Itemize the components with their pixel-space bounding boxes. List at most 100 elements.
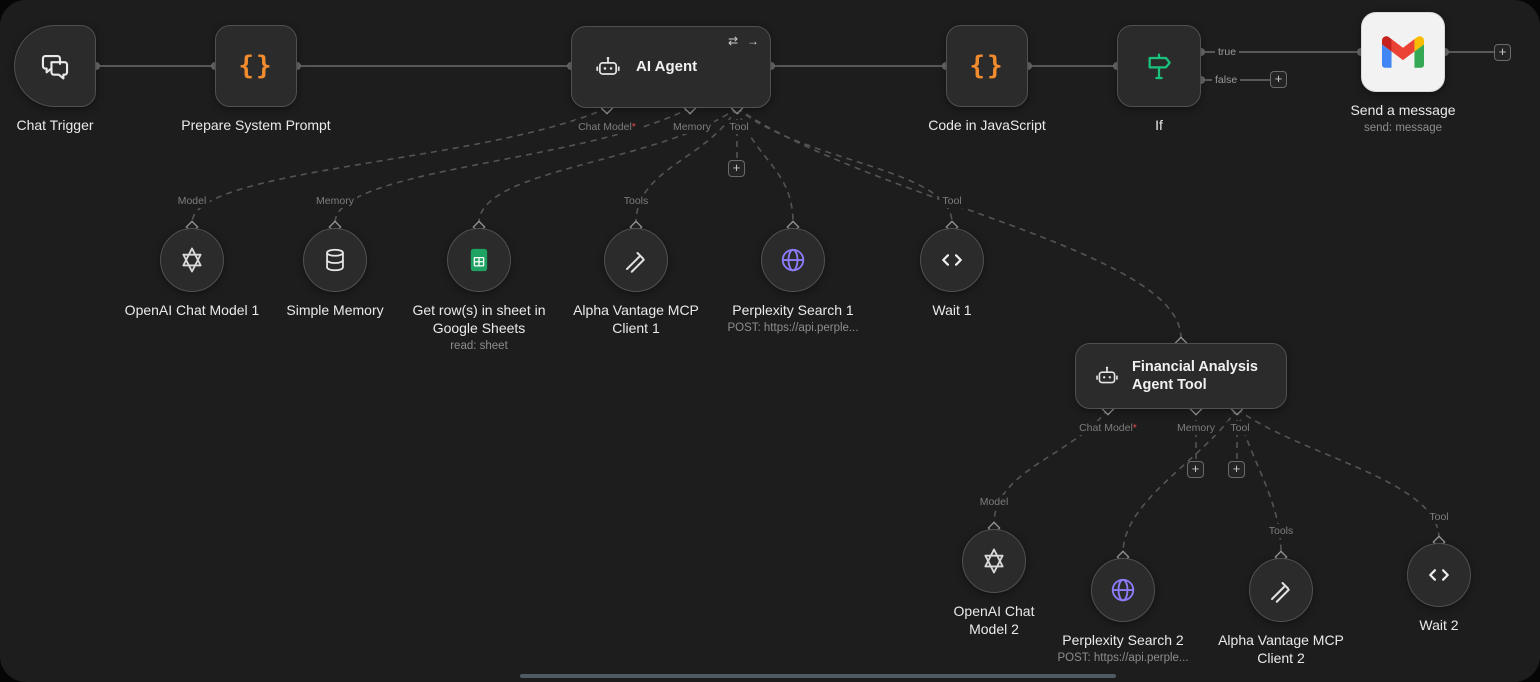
port-label-chat-model: Chat Model* bbox=[1076, 421, 1140, 435]
node-label: Chat Trigger bbox=[16, 117, 94, 133]
node-caption: Perplexity Search 1 POST: https://api.pe… bbox=[727, 301, 858, 334]
connection-label-memory-1: Memory bbox=[313, 194, 357, 208]
required-asterisk: * bbox=[1132, 422, 1137, 434]
openai-icon bbox=[177, 245, 207, 275]
port-label-memory: Memory bbox=[1174, 421, 1218, 435]
edge-agent-tool-to-sheets bbox=[478, 107, 738, 224]
node-caption: OpenAI Chat Model 2 bbox=[934, 602, 1054, 638]
node-label: If bbox=[1155, 117, 1163, 133]
connection-label-tool-wait2: Tool bbox=[1426, 510, 1452, 524]
node-label: Wait 2 bbox=[1419, 617, 1459, 633]
node-label: Get row(s) in sheet in Google Sheets bbox=[412, 302, 546, 337]
node-label: Wait 1 bbox=[932, 302, 972, 318]
node-prepare-system-prompt[interactable]: {} Prepare System Prompt bbox=[181, 25, 331, 133]
add-next-node-button[interactable]: + bbox=[1494, 44, 1511, 61]
connection-label-model-1: Model bbox=[174, 194, 210, 208]
required-asterisk: * bbox=[631, 121, 636, 133]
code-brackets-icon bbox=[938, 246, 966, 274]
edge-agent-tool-to-perplexity1 bbox=[736, 107, 794, 224]
add-tool-button[interactable]: + bbox=[1228, 461, 1245, 478]
edge-fin-tool-to-perplexity2 bbox=[1122, 408, 1238, 554]
node-subtitle: POST: https://api.perple... bbox=[727, 322, 859, 335]
node-send-a-message[interactable]: Send a message send: message bbox=[1350, 12, 1456, 134]
port-label-memory: Memory bbox=[670, 120, 714, 134]
node-simple-memory[interactable]: Simple Memory bbox=[286, 228, 384, 318]
horizontal-scrollbar[interactable] bbox=[520, 674, 1116, 678]
node-caption: Perplexity Search 2 POST: https://api.pe… bbox=[1057, 631, 1188, 664]
port-label-chat-model: Chat Model* bbox=[575, 120, 639, 134]
globe-icon bbox=[1108, 575, 1138, 605]
node-caption: If bbox=[1155, 116, 1163, 134]
node-chat-trigger[interactable]: Chat Trigger bbox=[14, 25, 96, 133]
node-caption: Simple Memory bbox=[286, 301, 383, 319]
if-signpost-icon bbox=[1143, 50, 1175, 82]
node-google-sheets[interactable]: Get row(s) in sheet in Google Sheets rea… bbox=[412, 228, 546, 352]
execute-icon[interactable]: → bbox=[747, 34, 759, 48]
node-code-in-javascript[interactable]: {} Code in JavaScript bbox=[928, 25, 1046, 133]
node-perplexity-search-1[interactable]: Perplexity Search 1 POST: https://api.pe… bbox=[727, 228, 859, 334]
add-false-branch-button[interactable]: + bbox=[1270, 71, 1287, 88]
node-label: Prepare System Prompt bbox=[181, 117, 331, 133]
node-actions: ⇄ → bbox=[728, 34, 759, 48]
node-label: Perplexity Search 1 bbox=[732, 302, 854, 318]
node-caption: Get row(s) in sheet in Google Sheets rea… bbox=[404, 301, 554, 352]
node-label: Send a message bbox=[1350, 102, 1456, 118]
google-sheets-icon bbox=[465, 246, 493, 274]
port-label-tool: Tool bbox=[726, 120, 752, 134]
node-if[interactable]: If bbox=[1117, 25, 1201, 133]
rerun-icon[interactable]: ⇄ bbox=[727, 34, 738, 48]
globe-icon bbox=[778, 245, 808, 275]
chat-trigger-icon bbox=[38, 49, 72, 83]
node-caption: OpenAI Chat Model 1 bbox=[125, 301, 260, 319]
edge-fin-tool-to-wait2 bbox=[1236, 408, 1440, 539]
node-title: AI Agent bbox=[636, 57, 698, 75]
node-alpha-vantage-mcp-2[interactable]: Alpha Vantage MCP Client 2 bbox=[1218, 558, 1344, 666]
node-caption: Chat Trigger bbox=[16, 116, 93, 134]
node-caption: Prepare System Prompt bbox=[181, 116, 330, 134]
node-subtitle: send: message bbox=[1363, 122, 1442, 135]
node-caption: Code in JavaScript bbox=[928, 116, 1046, 134]
edge-fin-chatmodel-to-openai2 bbox=[993, 408, 1109, 525]
node-caption: Alpha Vantage MCP Client 2 bbox=[1206, 631, 1356, 667]
node-openai-chat-model-1[interactable]: OpenAI Chat Model 1 bbox=[125, 228, 259, 318]
node-caption: Alpha Vantage MCP Client 1 bbox=[561, 301, 711, 337]
robot-icon bbox=[1094, 363, 1120, 389]
add-memory-button[interactable]: + bbox=[1187, 461, 1204, 478]
code-braces-icon: {} bbox=[238, 51, 274, 81]
node-caption: Wait 2 bbox=[1419, 616, 1458, 634]
code-braces-icon: {} bbox=[969, 51, 1005, 81]
edge-agent-tool-to-wait1 bbox=[736, 107, 953, 224]
edge-label-false: false bbox=[1212, 73, 1241, 87]
node-subtitle: read: sheet bbox=[450, 340, 508, 353]
node-financial-analysis-agent-tool[interactable]: Financial Analysis Agent Tool bbox=[1075, 343, 1287, 409]
add-tool-button[interactable]: + bbox=[728, 160, 745, 177]
node-caption: Send a message send: message bbox=[1350, 101, 1455, 134]
node-ai-agent[interactable]: AI Agent ⇄ → bbox=[571, 26, 771, 108]
node-label: Alpha Vantage MCP Client 1 bbox=[573, 302, 699, 337]
connection-label-tool-wait1: Tool bbox=[939, 194, 965, 208]
node-caption: Wait 1 bbox=[932, 301, 971, 319]
node-label: Simple Memory bbox=[286, 302, 384, 318]
connection-label-model-2: Model bbox=[976, 495, 1012, 509]
port-label-tool: Tool bbox=[1227, 421, 1253, 435]
edge-label-true: true bbox=[1215, 45, 1240, 59]
code-brackets-icon bbox=[1425, 561, 1453, 589]
robot-icon bbox=[594, 53, 622, 81]
node-label: OpenAI Chat Model 2 bbox=[953, 603, 1035, 638]
gmail-icon bbox=[1382, 36, 1424, 68]
node-label: OpenAI Chat Model 1 bbox=[124, 302, 260, 318]
node-wait-2[interactable]: Wait 2 bbox=[1407, 543, 1471, 633]
openai-icon bbox=[979, 546, 1009, 576]
node-wait-1[interactable]: Wait 1 bbox=[920, 228, 984, 318]
node-label: Alpha Vantage MCP Client 2 bbox=[1218, 632, 1344, 667]
node-title: Financial Analysis Agent Tool bbox=[1132, 358, 1258, 393]
node-openai-chat-model-2[interactable]: OpenAI Chat Model 2 bbox=[954, 529, 1034, 637]
node-subtitle: POST: https://api.perple... bbox=[1057, 652, 1189, 665]
mcp-icon bbox=[1266, 575, 1296, 605]
mcp-icon bbox=[621, 245, 651, 275]
node-perplexity-search-2[interactable]: Perplexity Search 2 POST: https://api.pe… bbox=[1057, 558, 1189, 664]
node-alpha-vantage-mcp-1[interactable]: Alpha Vantage MCP Client 1 bbox=[573, 228, 699, 336]
node-label: Code in JavaScript bbox=[928, 117, 1046, 133]
database-icon bbox=[321, 246, 349, 274]
